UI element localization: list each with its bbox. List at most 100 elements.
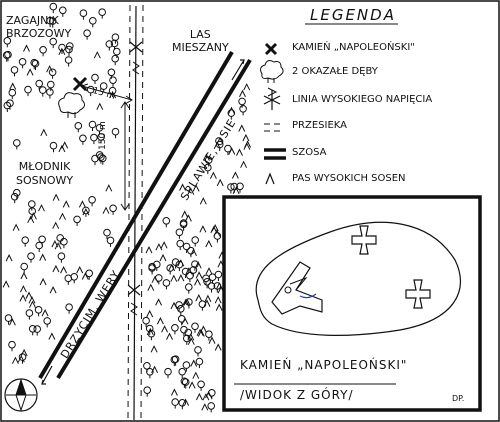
main-road xyxy=(38,50,252,380)
deciduous-tree-icon xyxy=(185,283,193,295)
deciduous-tree-icon xyxy=(197,380,205,392)
legend-item-label: SZOSA xyxy=(292,147,327,158)
deciduous-tree-icon xyxy=(176,239,184,251)
deciduous-tree-icon xyxy=(6,99,14,111)
pine-tree-icon xyxy=(2,280,10,288)
deciduous-tree-icon xyxy=(83,29,91,41)
deciduous-tree-icon xyxy=(191,236,199,248)
pine-tree-icon xyxy=(102,207,110,215)
deciduous-tree-icon xyxy=(65,303,73,315)
x-mark-icon xyxy=(264,42,278,56)
deciduous-tree-icon xyxy=(27,252,35,264)
pine-tree-icon xyxy=(155,298,163,306)
compass-icon xyxy=(4,378,38,412)
inset-frame xyxy=(222,195,482,412)
pine-tree-icon xyxy=(195,294,203,302)
pine-tree-icon xyxy=(177,274,185,282)
pine-tree-icon xyxy=(184,214,192,222)
pine-tree-icon xyxy=(52,222,60,230)
pine-tree-icon xyxy=(40,129,48,137)
deciduous-tree-icon xyxy=(8,88,17,100)
pine-tree-icon xyxy=(48,333,56,340)
deciduous-tree-icon xyxy=(143,386,151,398)
cross-icon xyxy=(405,279,431,309)
pine-tree-icon xyxy=(38,204,45,212)
pine-tree-icon xyxy=(147,284,155,292)
author-initials: DP. xyxy=(452,394,465,403)
pine-tree-icon xyxy=(205,267,213,275)
deciduous-tree-icon xyxy=(178,367,186,379)
deciduous-tree-icon xyxy=(182,361,191,373)
deciduous-tree-icon xyxy=(191,322,199,334)
deciduous-tree-icon xyxy=(109,76,117,88)
pine-tree-icon xyxy=(214,296,222,304)
pine-tree-icon xyxy=(26,68,34,76)
deciduous-tree-icon xyxy=(90,133,98,145)
pine-tree-icon xyxy=(181,211,189,218)
deciduous-tree-icon xyxy=(20,262,28,274)
deciduous-tree-icon xyxy=(162,279,171,290)
pine-tree-icon xyxy=(105,184,113,192)
pine-tree-icon xyxy=(52,265,60,273)
deciduous-tree-icon xyxy=(35,79,43,91)
deciduous-tree-icon xyxy=(10,66,19,77)
deciduous-tree-icon xyxy=(170,355,179,367)
pine-tree-icon xyxy=(145,246,153,254)
deciduous-tree-icon xyxy=(34,306,43,317)
pine-tree-icon xyxy=(192,372,200,380)
deciduous-tree-icon xyxy=(48,68,57,80)
distance-15m-arrow xyxy=(81,83,133,105)
pine-tree-icon xyxy=(41,309,49,317)
deciduous-tree-icon xyxy=(175,228,184,240)
deciduous-tree-icon xyxy=(224,144,232,156)
pine-tree-icon xyxy=(242,134,250,142)
deciduous-tree-icon xyxy=(146,368,154,379)
pine-tree-icon xyxy=(62,200,70,208)
pine-tree-icon xyxy=(11,357,19,365)
deciduous-tree-icon xyxy=(207,402,215,413)
inset-subtitle: /WIDOK Z GÓRY/ xyxy=(240,388,354,402)
deciduous-tree-icon xyxy=(79,134,87,146)
legend-title: LEGENDA xyxy=(310,6,396,24)
deciduous-tree-icon xyxy=(49,141,58,153)
deciduous-tree-icon xyxy=(43,317,51,328)
deciduous-tree-icon xyxy=(109,204,117,216)
pine-tree-icon xyxy=(166,333,173,341)
pine-tree-icon xyxy=(8,318,16,326)
deciduous-tree-icon xyxy=(239,105,247,116)
deciduous-tree-icon xyxy=(74,122,83,133)
double-line-icon xyxy=(264,148,286,160)
road-direction-arrows xyxy=(41,59,245,385)
deciduous-tree-icon xyxy=(2,51,11,63)
mixed-forest-label: LAS MIESZANY xyxy=(172,28,229,54)
pine-tree-icon xyxy=(240,161,248,169)
deciduous-tree-icon xyxy=(162,217,171,228)
deciduous-tree-icon xyxy=(46,88,54,99)
deciduous-tree-icon xyxy=(18,58,27,69)
deciduous-tree-icon xyxy=(113,47,121,59)
pine-tree-icon xyxy=(195,393,203,401)
pine-tree-icon xyxy=(20,349,28,357)
pine-tree-icon xyxy=(161,325,169,333)
pine-tree-icon xyxy=(39,278,47,286)
deciduous-tree-icon xyxy=(3,101,12,113)
pine-tree-icon xyxy=(19,285,27,293)
deciduous-tree-icon xyxy=(181,267,190,279)
pine-icon xyxy=(265,172,275,185)
deciduous-tree-icon xyxy=(184,328,193,340)
pine-tree-icon xyxy=(9,83,17,90)
pine-tree-icon xyxy=(78,200,86,208)
deciduous-tree-icon xyxy=(181,378,190,390)
dashed-line-icon xyxy=(264,123,284,132)
legend-item-label: PRZESIEKA xyxy=(292,120,347,131)
pine-tree-icon xyxy=(93,51,101,59)
pine-tree-icon xyxy=(214,344,222,351)
pine-tree-icon xyxy=(231,172,239,179)
legend-item-label: KAMIEŃ „NAPOLEOŃSKI" xyxy=(292,42,415,53)
pine-tree-icon xyxy=(156,317,164,325)
deciduous-tree-icon xyxy=(106,236,115,248)
cross-icon xyxy=(351,225,377,255)
deciduous-tree-icon xyxy=(35,241,43,253)
